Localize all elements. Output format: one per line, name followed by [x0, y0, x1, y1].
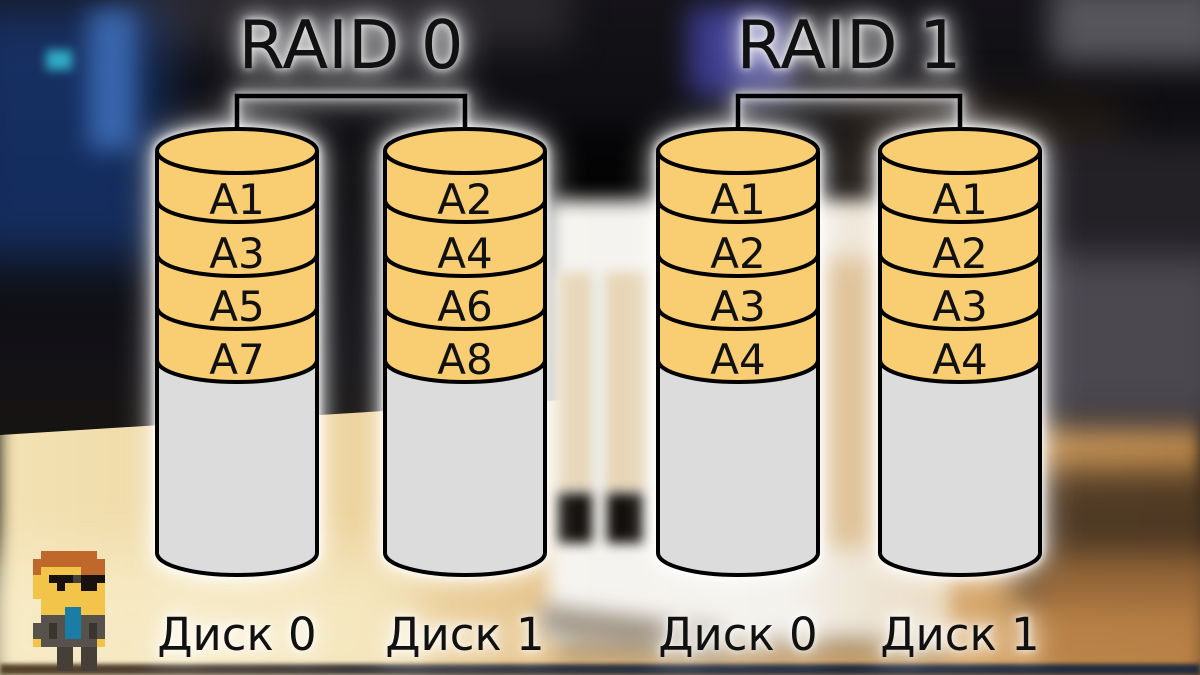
block-label: A7: [209, 335, 264, 384]
disk-top-face: [155, 127, 319, 175]
nas-top-bezel: [538, 128, 673, 206]
block-label: A4: [710, 335, 765, 384]
block-divider: [383, 199, 547, 224]
desk-front-edge: [0, 664, 1200, 675]
block-label: A3: [710, 282, 765, 331]
block-divider: [878, 199, 1042, 224]
disk-name-label: Диск 0: [157, 608, 316, 661]
disk-cylinder-raid1-disk0: A1 A2 A3 A4 Диск 0: [656, 127, 820, 661]
disk-name-label: Диск 0: [658, 608, 817, 661]
block-label: A3: [932, 282, 987, 331]
disk-cylinder-raid1-disk1: A1 A2 A3 A4 Диск 1: [878, 127, 1042, 661]
disk-name-label: Диск 1: [880, 608, 1039, 661]
block-label: A2: [710, 229, 765, 278]
block-divider: [383, 253, 547, 278]
block-label: A2: [932, 229, 987, 278]
raid1-title: RAID 1: [737, 6, 962, 84]
nas-shadow: [558, 638, 943, 658]
block-label: A1: [710, 175, 765, 224]
nas-slot: [607, 493, 644, 543]
block-divider: [155, 306, 319, 331]
background-blue-glow: [0, 5, 165, 260]
block-divider: [656, 306, 820, 331]
background-monitor-light: [88, 8, 136, 150]
desk-wood-dark-corner: [1035, 555, 1200, 675]
block-divider: [656, 199, 820, 224]
disk-top-face: [656, 127, 820, 175]
block-divider: [383, 306, 547, 331]
background-indigo-glow: [688, 6, 790, 96]
block-label: A4: [437, 229, 492, 278]
disk-cylinder-raid0-disk0: A1 A3 A5 A7 Диск 0: [155, 127, 319, 661]
background-gray-blob: [1050, 0, 1200, 64]
block-label: A1: [209, 175, 264, 224]
raid0-bracket-connector: [234, 93, 468, 150]
mascot-pixel-art: [33, 551, 113, 671]
background-chair-highlight: [1040, 255, 1200, 420]
block-label: A4: [932, 335, 987, 384]
block-label: A5: [209, 282, 264, 331]
block-divider: [656, 253, 820, 278]
block-divider: [155, 199, 319, 224]
block-divider: [878, 306, 1042, 331]
background-monitor-top: [130, 0, 570, 46]
block-label: A3: [209, 229, 264, 278]
block-label: A8: [437, 335, 492, 384]
block-label: A6: [437, 282, 492, 331]
raid0-title: RAID 0: [239, 6, 464, 84]
disk-top-face: [383, 127, 547, 175]
nas-side-panel: [820, 258, 882, 548]
disk-top-face: [878, 127, 1042, 175]
block-label: A1: [932, 175, 987, 224]
raid1-bracket-connector: [735, 93, 963, 150]
block-divider: [155, 253, 319, 278]
disk-cylinder-raid0-disk1: A2 A4 A6 A8 Диск 1: [383, 127, 547, 661]
background-led-dot: [46, 50, 72, 70]
nas-slot: [556, 493, 592, 543]
nas-drive-bays: [556, 272, 648, 492]
block-divider: [878, 253, 1042, 278]
block-label: A2: [437, 175, 492, 224]
disk-name-label: Диск 1: [385, 608, 544, 661]
